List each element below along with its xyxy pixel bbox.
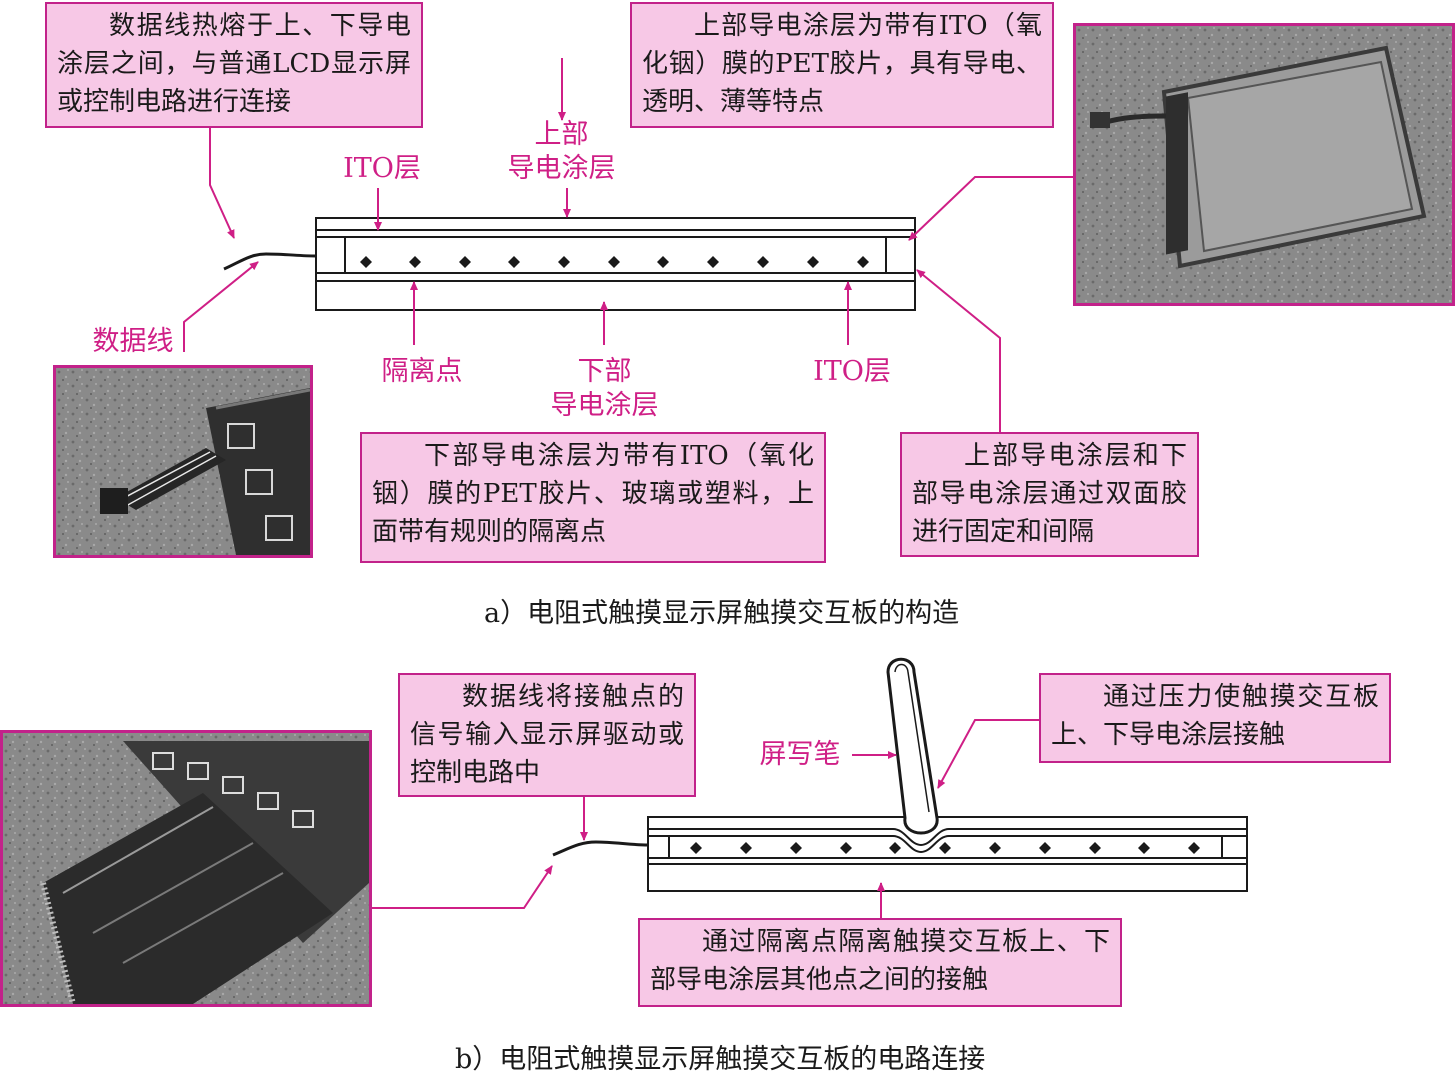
caption-b: b）电阻式触摸显示屏触摸交互板的电路连接 bbox=[455, 1044, 986, 1075]
panel-b-cross-section bbox=[552, 657, 1248, 892]
data-line-wire bbox=[223, 252, 317, 271]
pressure-note-box: 通过压力使触摸交互板上、下导电涂层接触 bbox=[1039, 673, 1391, 763]
touch-panel-photo bbox=[1073, 23, 1455, 306]
stylus-label: 屏写笔 bbox=[759, 739, 841, 770]
signal-note-box: 数据线将接触点的信号输入显示屏驱动或控制电路中 bbox=[398, 673, 696, 797]
panel-a-cross-section bbox=[223, 217, 916, 311]
caption-a: a）电阻式触摸显示屏触摸交互板的构造 bbox=[484, 598, 960, 629]
tape-note-box: 上部导电涂层和下部导电涂层通过双面胶进行固定和间隔 bbox=[900, 432, 1199, 557]
spacer-dots-b bbox=[690, 842, 1200, 854]
data-line-note: 数据线热熔于上、下导电涂层之间，与普通LCD显示屏或控制电路进行连接 bbox=[57, 11, 411, 117]
data-line-label: 数据线 bbox=[92, 326, 174, 357]
data-line-photo bbox=[53, 365, 313, 558]
spacer-dot-label: 隔离点 bbox=[381, 356, 463, 387]
panel-b-arrows bbox=[372, 719, 1039, 918]
pressure-note: 通过压力使触摸交互板上、下导电涂层接触 bbox=[1051, 682, 1379, 750]
panel-a-arrows bbox=[183, 58, 1073, 432]
lower-layer-note: 下部导电涂层为带有ITO（氧化铟）膜的PET胶片、玻璃或塑料，上面带有规则的隔离… bbox=[372, 441, 814, 547]
circuit-connection-photo bbox=[0, 730, 372, 1007]
ito-layer-top-label: ITO层 bbox=[343, 153, 421, 184]
tape-note: 上部导电涂层和下部导电涂层通过双面胶进行固定和间隔 bbox=[912, 441, 1187, 547]
upper-layer-note: 上部导电涂层为带有ITO（氧化铟）膜的PET胶片，具有导电、透明、薄等特点 bbox=[642, 11, 1042, 117]
lower-layer-note-box: 下部导电涂层为带有ITO（氧化铟）膜的PET胶片、玻璃或塑料，上面带有规则的隔离… bbox=[360, 432, 826, 563]
ito-layer-bottom-label: ITO层 bbox=[813, 356, 891, 387]
data-line-wire-b bbox=[552, 840, 649, 857]
spacer-dots-a bbox=[360, 256, 869, 268]
signal-note: 数据线将接触点的信号输入显示屏驱动或控制电路中 bbox=[410, 682, 684, 788]
upper-conductive-layer-label: 上部 导电涂层 bbox=[507, 119, 616, 184]
lower-conductive-layer-label: 下部 导电涂层 bbox=[550, 356, 659, 421]
spacer-note-box: 通过隔离点隔离触摸交互板上、下部导电涂层其他点之间的接触 bbox=[638, 918, 1122, 1007]
stylus bbox=[886, 657, 939, 835]
spacer-note: 通过隔离点隔离触摸交互板上、下部导电涂层其他点之间的接触 bbox=[650, 927, 1110, 995]
upper-layer-note-box: 上部导电涂层为带有ITO（氧化铟）膜的PET胶片，具有导电、透明、薄等特点 bbox=[630, 2, 1054, 128]
data-line-note-box: 数据线热熔于上、下导电涂层之间，与普通LCD显示屏或控制电路进行连接 bbox=[45, 2, 423, 128]
